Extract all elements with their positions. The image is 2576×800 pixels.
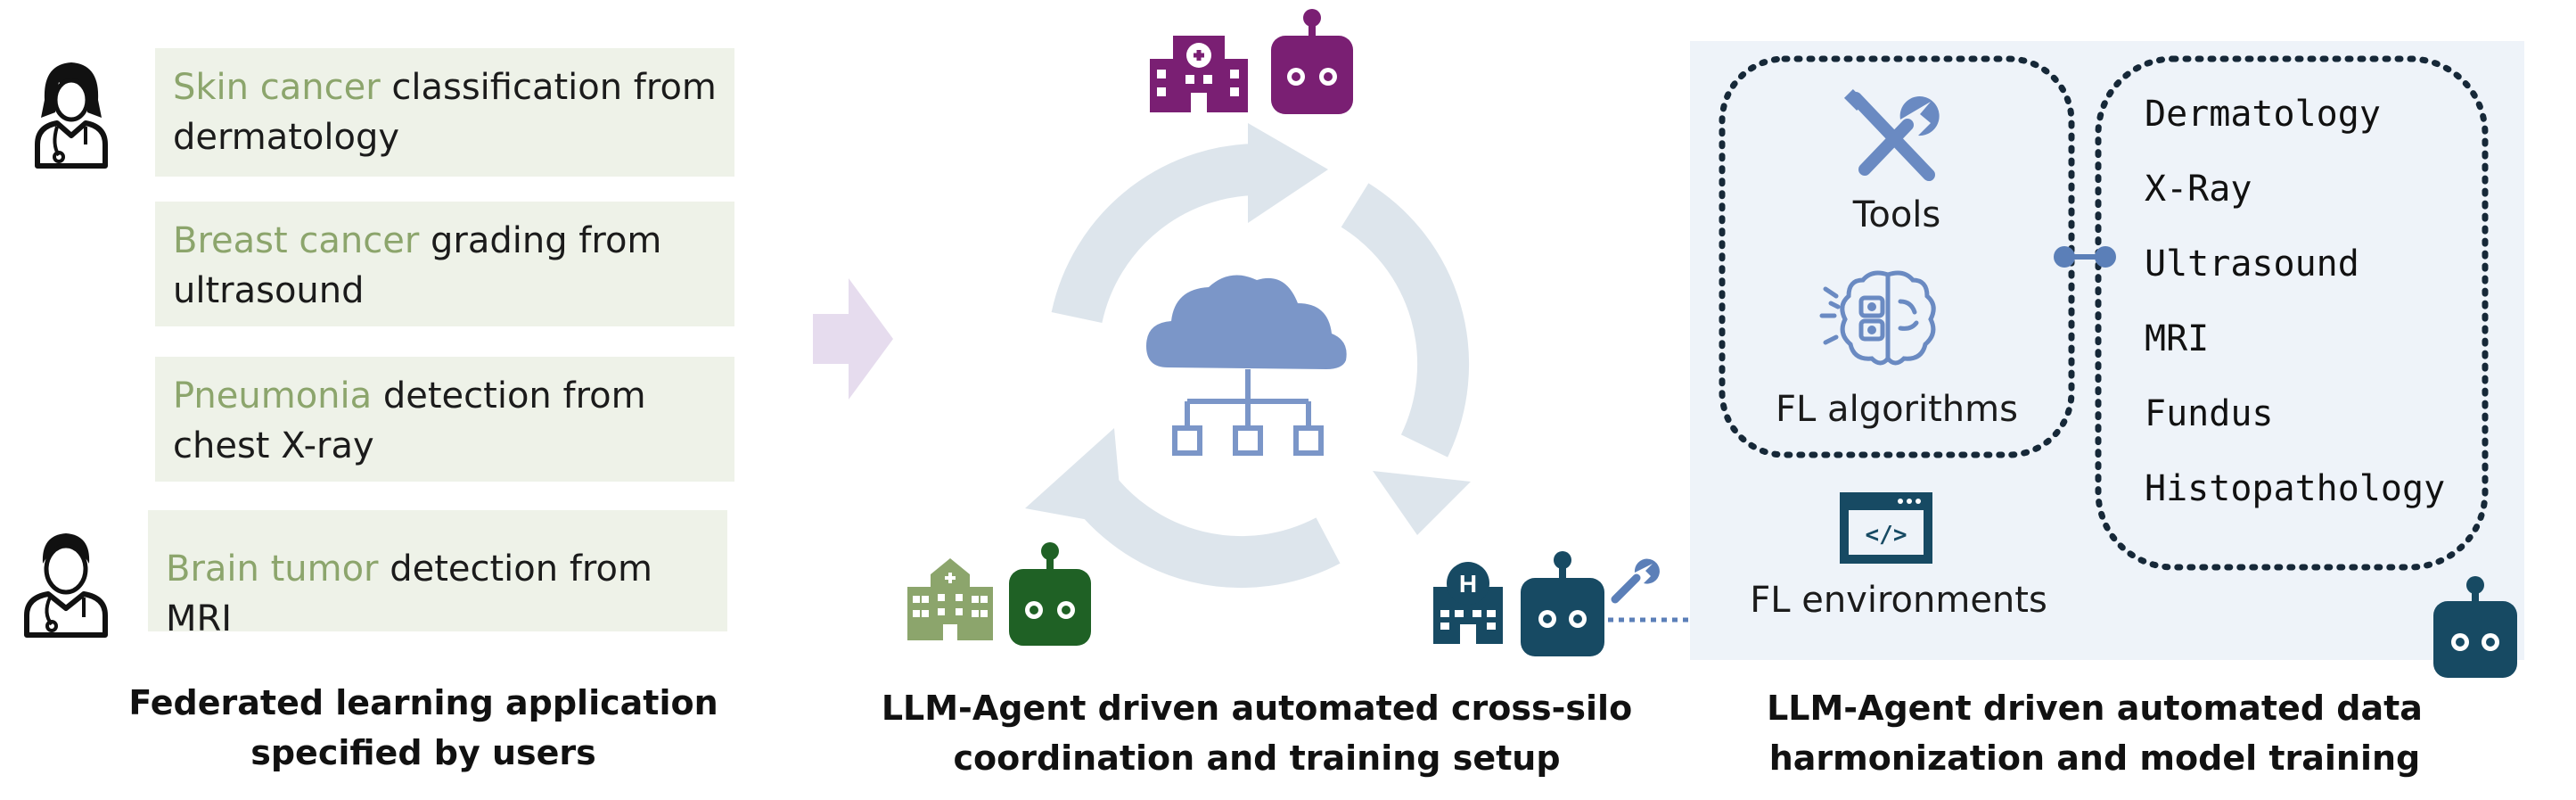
- task-skin-cancer: Skin cancer classification from dermatol…: [155, 48, 734, 177]
- harmonization-panel: [1690, 41, 2524, 660]
- fl-algorithms-label: FL algorithms: [1776, 389, 2018, 430]
- robot-icon: [2433, 576, 2517, 678]
- modality-dermatology: Dermatology: [2145, 94, 2381, 135]
- robot-icon: [1521, 551, 1604, 656]
- tools-label: Tools: [1852, 194, 1941, 235]
- tools-icon: [1843, 88, 1940, 181]
- task-breast-cancer: Breast cancer grading from ultrasound: [155, 202, 734, 326]
- caption-left: Federated learning application specified…: [128, 683, 718, 772]
- robot-icon: [1271, 9, 1353, 114]
- fl-environments-label: FL environments: [1750, 580, 2047, 621]
- task-pneumonia: Pneumonia detection from chest X-ray: [155, 357, 734, 482]
- code-window-icon: </>: [1840, 492, 1932, 564]
- modalities-box: [2095, 55, 2489, 571]
- robot-icon: [1009, 542, 1091, 646]
- cloud-network-icon: [1146, 275, 1347, 456]
- hospital-icon: [1150, 36, 1248, 112]
- svg-text:H: H: [1459, 570, 1477, 598]
- modality-ultrasound: Ultrasound: [2145, 243, 2359, 285]
- modality-mri: MRI: [2145, 318, 2210, 359]
- caption-middle: LLM-Agent driven automated cross-silo co…: [881, 689, 1633, 778]
- modality-x-ray: X-Ray: [2145, 169, 2252, 210]
- wrench-icon: [1611, 558, 1660, 604]
- female-doctor-icon: [35, 62, 108, 169]
- flow-arrow: [813, 278, 893, 400]
- task-brain-tumor: Brain tumor detection from MRI: [148, 510, 727, 639]
- modality-list: Dermatology X-Ray Ultrasound MRI Fundus …: [2145, 77, 2445, 526]
- brain-chip-icon: [1819, 270, 1936, 366]
- male-doctor-icon: [24, 533, 108, 638]
- modality-fundus: Fundus: [2145, 393, 2274, 434]
- connector-line: [1608, 617, 1692, 623]
- hospital-icon: [907, 558, 993, 640]
- hospital-icon: H: [1433, 562, 1503, 644]
- coordination-cycle: [1025, 123, 1471, 589]
- svg-text:</>: </>: [1866, 522, 1907, 548]
- caption-right: LLM-Agent driven automated data harmoniz…: [1767, 689, 2423, 778]
- tools-algorithms-box: [1719, 55, 2075, 458]
- modality-histopathology: Histopathology: [2145, 468, 2446, 509]
- link-connector: [2054, 246, 2116, 268]
